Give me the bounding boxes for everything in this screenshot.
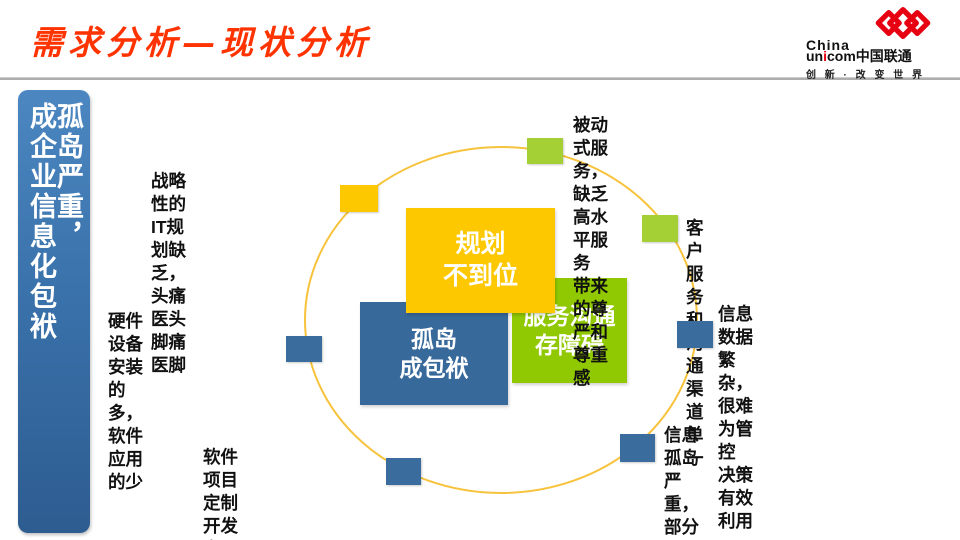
brand-wordmark: China unicom中国联通	[806, 37, 948, 64]
brand-unicom: unicom中国联通	[806, 48, 912, 64]
callout-marker-square	[620, 434, 655, 462]
header-divider	[0, 77, 960, 80]
page-title: 需求分析—现状分析	[30, 23, 372, 62]
callout-marker-square	[340, 185, 378, 212]
left-theme-bar-text: 孤岛严重， 成企业信息化包袱	[26, 102, 83, 342]
left-theme-bar: 孤岛严重， 成企业信息化包袱	[18, 90, 90, 533]
callout-text: 战略性的IT规划缺乏， 头痛医头脚痛医脚	[151, 171, 186, 375]
center-box-island-burden: 孤岛 成包袱	[360, 302, 508, 405]
callout-marker-square	[677, 321, 713, 348]
callout-text: 信息数据繁杂，很难为管控 决策有效利用	[718, 304, 753, 531]
ellipse-outline	[304, 146, 698, 494]
red-i: i	[823, 48, 827, 64]
callout-text: 信息孤岛严重，部分项目 反成信息化包袱	[664, 425, 699, 537]
callout-text: 软件项目定制开发多， 灵活性、扩展性差	[203, 447, 238, 540]
china-unicom-logo: China unicom中国联通 创 新 · 改 变 世 界	[806, 4, 948, 81]
callout-marker-square	[286, 336, 322, 362]
callout-text: 硬件设备安装的多， 软件应用的少	[108, 311, 143, 492]
callout-marker-square	[642, 215, 678, 242]
brand-tagline: 创 新 · 改 变 世 界	[806, 70, 925, 81]
center-box-planning-gap: 规划 不到位	[406, 208, 555, 313]
callout-marker-square	[527, 138, 563, 164]
callout-text: 被动式服务，缺乏高水平服务 带来的尊严和尊重感	[573, 115, 608, 388]
brand-china: China	[806, 37, 850, 53]
callout-marker-square	[386, 458, 421, 485]
china-unicom-knot-icon	[875, 7, 931, 39]
brand-cn: 中国联通	[855, 48, 912, 64]
